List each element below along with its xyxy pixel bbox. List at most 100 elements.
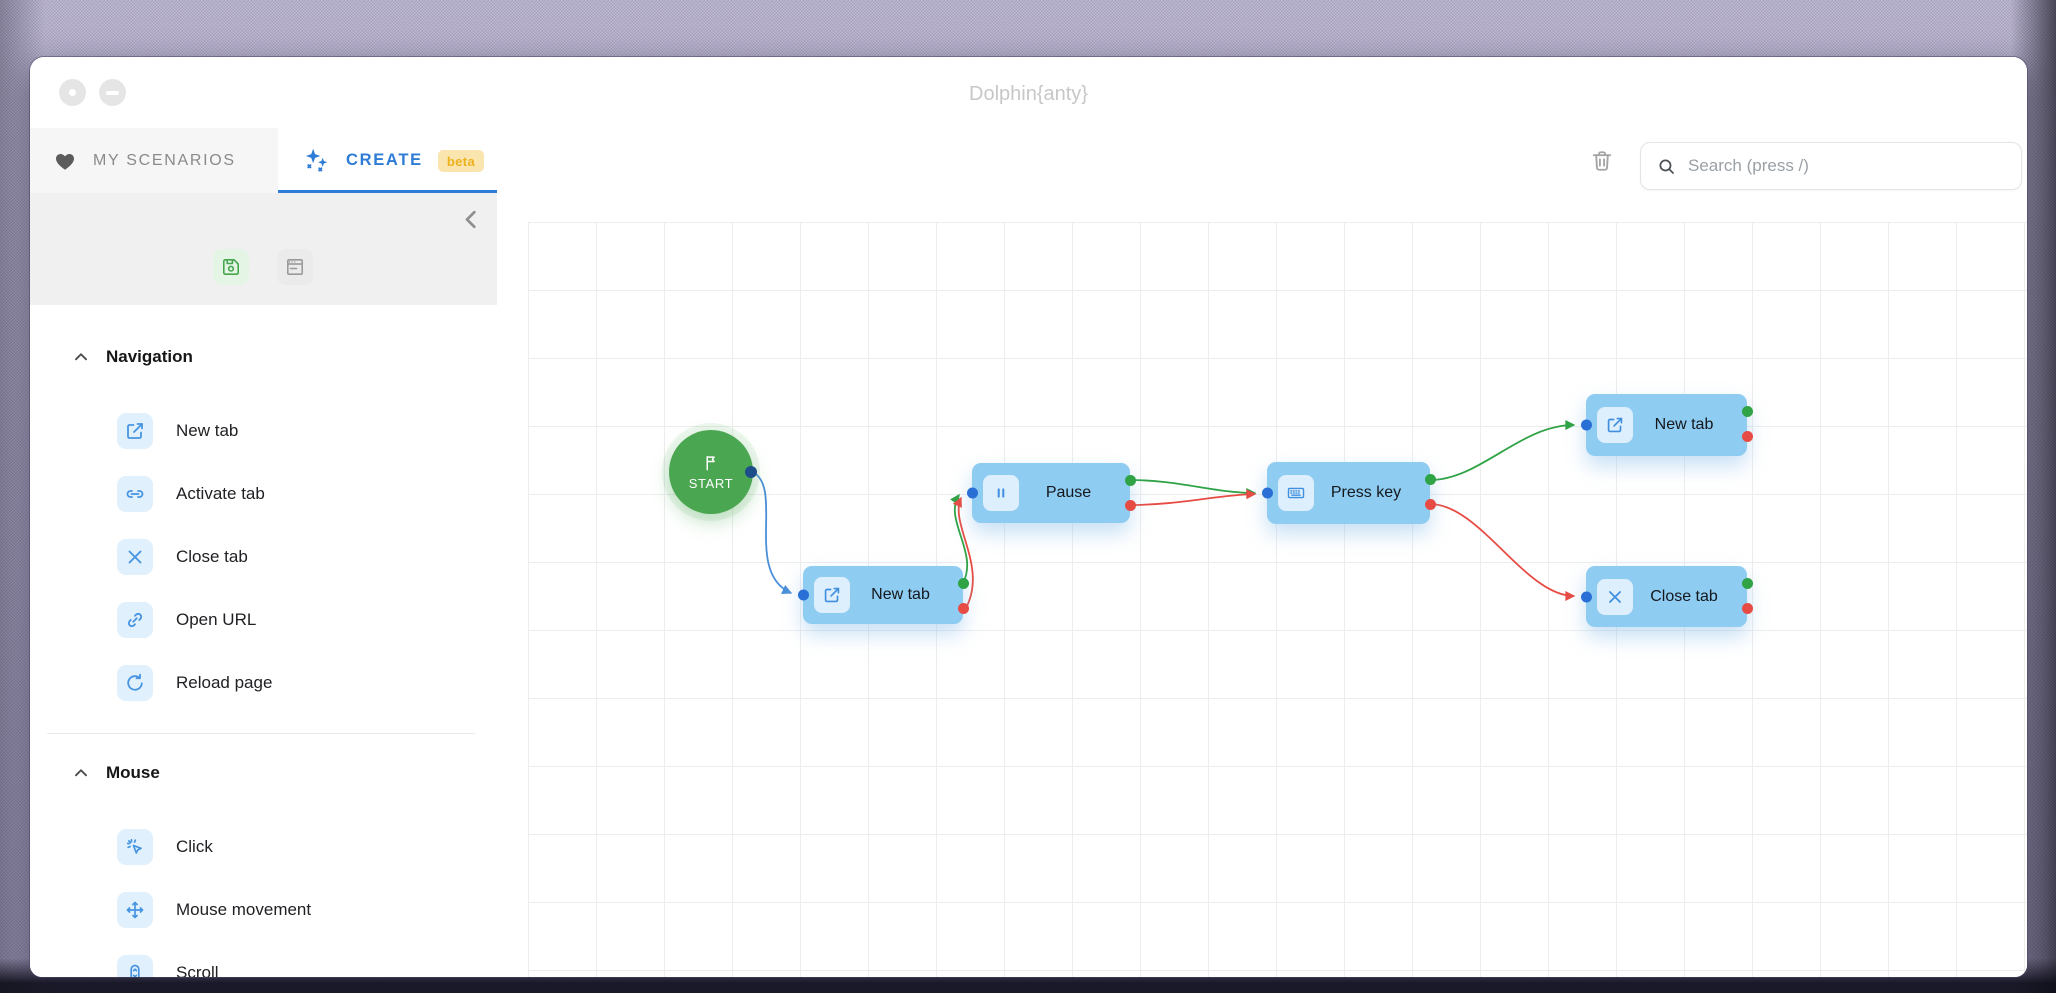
beta-badge: beta xyxy=(437,149,485,172)
flow-node-label: Pause xyxy=(1045,484,1092,501)
flow-node-newtab2[interactable]: New tab xyxy=(1580,394,1753,456)
sidebar-item-label: New tab xyxy=(176,421,239,440)
close-dot-icon xyxy=(69,89,76,96)
chevron-up-icon xyxy=(70,346,92,368)
success-output-port[interactable] xyxy=(957,578,969,589)
input-port[interactable] xyxy=(1580,591,1592,602)
edge-pause-presskey-green xyxy=(1129,479,1257,498)
input-port[interactable] xyxy=(1580,419,1592,431)
tab-create-label: CREATE xyxy=(346,151,423,169)
sidebar-item-open-url[interactable]: Open URL xyxy=(30,602,497,638)
pause-icon xyxy=(983,475,1019,511)
external-link-icon xyxy=(814,577,850,613)
error-output-port[interactable] xyxy=(1741,603,1753,614)
scroll-icon xyxy=(117,955,153,977)
success-output-port[interactable] xyxy=(1424,474,1436,485)
success-output-port[interactable] xyxy=(1741,406,1753,417)
tabbar: MY SCENARIOS CREATE beta xyxy=(30,128,2027,193)
window-title: Dolphin{anty} xyxy=(969,83,1088,105)
heart-icon xyxy=(52,149,78,173)
sidebar-item-label: Activate tab xyxy=(176,484,265,503)
sidebar-item-label: Mouse movement xyxy=(176,900,312,919)
app-window: Dolphin{anty} MY SCENARIOS CREATE beta N… xyxy=(30,57,2027,977)
section-header-navigation[interactable]: Navigation xyxy=(30,345,497,369)
start-node[interactable]: START xyxy=(669,430,757,514)
flow-node-pause[interactable]: Pause xyxy=(966,463,1136,523)
sidebar-item-new-tab[interactable]: New tab xyxy=(30,413,497,449)
success-output-port[interactable] xyxy=(1741,578,1753,589)
section-title: Mouse xyxy=(106,763,160,782)
edge-start-newtab1-blue xyxy=(752,471,793,595)
error-output-port[interactable] xyxy=(957,603,969,614)
active-tab-underline xyxy=(278,190,497,193)
chevron-left-icon xyxy=(458,206,485,233)
edge-newtab1-pause-red xyxy=(952,496,974,609)
scenario-settings-button[interactable] xyxy=(277,249,313,285)
flow-node-label: Close tab xyxy=(1650,587,1718,605)
tab-my-scenarios-label: MY SCENARIOS xyxy=(93,151,236,169)
search-box xyxy=(1640,142,2022,190)
search-input[interactable] xyxy=(1688,156,2006,176)
close-icon xyxy=(117,539,153,575)
error-output-port[interactable] xyxy=(1424,499,1436,510)
flow-node-closetab[interactable]: Close tab xyxy=(1580,566,1753,627)
minimize-icon xyxy=(106,90,119,95)
titlebar: Dolphin{anty} xyxy=(30,57,2027,128)
flow-node-presskey[interactable]: Press key xyxy=(1261,462,1436,524)
sidebar-item-label: Close tab xyxy=(176,547,248,566)
external-link-icon xyxy=(117,413,153,449)
success-output-port[interactable] xyxy=(1124,475,1136,486)
section-header-mouse[interactable]: Mouse xyxy=(30,761,497,785)
sidebar-item-activate-tab[interactable]: Activate tab xyxy=(30,476,497,512)
sidebar-item-scroll[interactable]: Scroll xyxy=(30,955,497,977)
edge-presskey-closetab-red xyxy=(1429,503,1576,601)
link-45-icon xyxy=(117,602,153,638)
flow-node-newtab1[interactable]: New tab xyxy=(797,566,969,624)
save-scenario-button[interactable] xyxy=(213,249,249,285)
input-port[interactable] xyxy=(1261,487,1273,499)
chevron-up-icon xyxy=(70,762,92,784)
form-icon xyxy=(283,255,307,279)
delete-scenario-button[interactable] xyxy=(1588,147,1616,175)
reload-icon xyxy=(117,665,153,701)
flow-node-label: New tab xyxy=(1654,416,1714,433)
collapse-sidebar-button[interactable] xyxy=(458,206,485,233)
search-icon xyxy=(1656,156,1677,177)
trash-icon xyxy=(1588,147,1616,175)
error-output-port[interactable] xyxy=(1741,431,1753,442)
sidebar-header xyxy=(30,193,497,305)
edge-pause-presskey-red xyxy=(1129,489,1257,506)
sidebar-item-label: Open URL xyxy=(176,610,257,629)
close-icon xyxy=(1597,578,1633,615)
sidebar-item-label: Click xyxy=(176,837,213,856)
sidebar-divider xyxy=(47,733,475,734)
start-output-port[interactable] xyxy=(745,466,757,478)
start-node-label: START xyxy=(688,476,734,491)
external-link-icon xyxy=(1597,407,1633,443)
error-output-port[interactable] xyxy=(1124,500,1136,511)
edge-presskey-newtab2-green xyxy=(1429,420,1576,481)
tab-my-scenarios[interactable]: MY SCENARIOS xyxy=(30,128,278,193)
link-icon xyxy=(117,476,153,512)
input-port[interactable] xyxy=(797,589,809,601)
window-close-button[interactable] xyxy=(59,79,86,106)
sidebar-item-mouse-movement[interactable]: Mouse movement xyxy=(30,892,497,928)
tab-create[interactable]: CREATE beta xyxy=(278,128,497,193)
sparkles-icon xyxy=(302,147,331,174)
sidebar-item-click[interactable]: Click xyxy=(30,829,497,865)
flow-node-label: Press key xyxy=(1330,484,1402,501)
sidebar-item-close-tab[interactable]: Close tab xyxy=(30,539,497,575)
input-port[interactable] xyxy=(966,487,978,499)
flow-node-label: New tab xyxy=(871,586,930,603)
section-title: Navigation xyxy=(106,347,193,366)
sidebar-item-reload-page[interactable]: Reload page xyxy=(30,665,497,701)
sidebar-item-label: Scroll xyxy=(176,963,219,977)
window-minimize-button[interactable] xyxy=(99,79,126,106)
